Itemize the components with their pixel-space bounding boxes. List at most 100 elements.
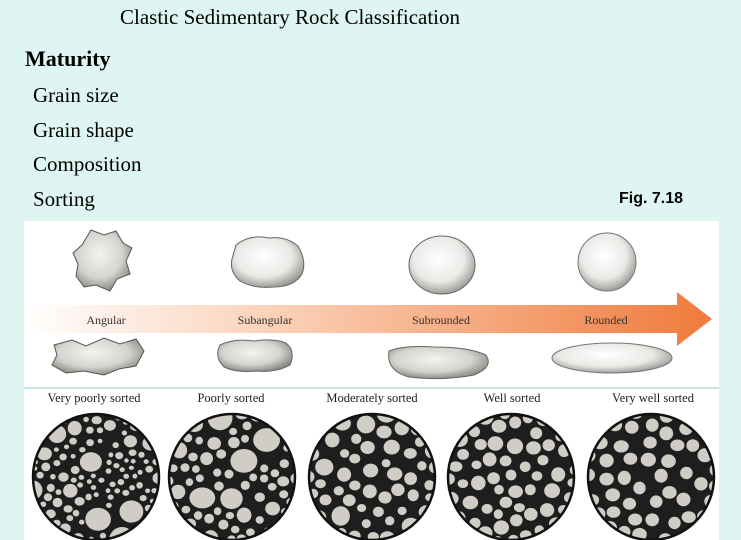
sediment-grain xyxy=(349,453,361,464)
sediment-grain xyxy=(225,512,235,520)
sediment-grain xyxy=(319,494,332,506)
sediment-grain xyxy=(119,467,125,472)
sediment-grain xyxy=(659,426,674,441)
sediment-grain xyxy=(537,455,549,466)
sediment-grain xyxy=(93,492,99,498)
sediment-grain xyxy=(195,436,203,445)
sediment-grain xyxy=(457,449,469,460)
grain-angular-top xyxy=(72,229,133,292)
bullet-sorting: Sorting xyxy=(33,186,95,211)
sediment-grain xyxy=(181,505,191,514)
sediment-grain xyxy=(96,427,104,434)
sediment-grain xyxy=(645,418,659,432)
sediment-grain xyxy=(315,479,326,489)
sediment-grain xyxy=(152,472,159,485)
sorting-circle-outline xyxy=(586,412,716,540)
sediment-grain xyxy=(230,449,258,473)
sediment-grain xyxy=(216,449,227,459)
sediment-grain xyxy=(493,509,503,520)
sediment-grain xyxy=(185,478,194,486)
sediment-grain xyxy=(267,483,277,491)
label-very-poorly-sorted: Very poorly sorted xyxy=(47,391,141,405)
bullet-list: Grain size Grain shape Composition Sorti… xyxy=(33,82,142,220)
sediment-grain xyxy=(662,486,677,499)
sediment-grain xyxy=(331,506,350,526)
sediment-grain xyxy=(544,483,560,499)
sediment-grain xyxy=(63,444,70,450)
sediment-grain xyxy=(207,437,221,450)
sediment-grain xyxy=(249,473,258,482)
sediment-grain xyxy=(342,494,356,507)
sediment-grain xyxy=(40,501,47,508)
sediment-grain xyxy=(99,532,107,539)
sediment-grain xyxy=(628,513,643,526)
label-angular: Angular xyxy=(86,313,125,327)
sediment-grain xyxy=(207,414,233,431)
sediment-grain xyxy=(117,479,125,486)
sediment-grain xyxy=(124,458,129,463)
sediment-grain xyxy=(510,514,523,527)
label-very-well-sorted: Very well sorted xyxy=(612,391,695,405)
sediment-grain xyxy=(361,519,371,529)
sediment-grain xyxy=(59,453,67,461)
sediment-grain xyxy=(218,519,229,530)
sediment-grain xyxy=(130,459,136,464)
sediment-grain xyxy=(214,481,224,491)
sediment-grain xyxy=(115,452,124,460)
sorting-circle-outline xyxy=(167,412,297,540)
sediment-grain xyxy=(86,439,94,447)
sediment-grain xyxy=(188,452,198,462)
sediment-grain xyxy=(387,467,403,481)
sediment-grain xyxy=(649,495,663,508)
sediment-grain xyxy=(491,419,507,433)
sediment-grain xyxy=(499,455,512,467)
sediment-grain xyxy=(50,473,56,480)
sediment-grain xyxy=(381,459,391,468)
sediment-grain xyxy=(613,440,629,453)
sediment-grain xyxy=(569,464,574,476)
sediment-grain xyxy=(471,475,486,491)
sediment-grain xyxy=(404,472,417,485)
sediment-grain xyxy=(83,416,89,423)
sediment-grain xyxy=(224,469,234,479)
sediment-grain xyxy=(676,492,691,507)
sediment-grain xyxy=(376,425,392,439)
sediment-grain xyxy=(204,513,215,524)
sediment-grain xyxy=(145,465,153,473)
sediment-grain xyxy=(474,439,487,450)
sediment-grain xyxy=(193,511,203,520)
sediment-grain xyxy=(424,480,435,491)
sediment-grain xyxy=(513,503,525,513)
sediment-grain xyxy=(315,458,334,476)
sediment-grain xyxy=(686,439,700,452)
sediment-grain xyxy=(623,452,638,465)
sediment-grain xyxy=(66,515,74,522)
sediment-grain xyxy=(180,463,190,472)
sediment-grain xyxy=(645,513,659,527)
sediment-grain xyxy=(105,488,111,494)
sediment-grain xyxy=(106,459,112,466)
sediment-grain xyxy=(254,492,265,502)
sediment-grain xyxy=(45,509,56,519)
sediment-grain xyxy=(195,474,204,483)
sorting-circle-very-well xyxy=(586,412,716,540)
sediment-grain xyxy=(69,437,77,445)
sediment-grain xyxy=(77,482,83,488)
sediment-grain xyxy=(108,452,114,458)
grain-rounded-bottom xyxy=(551,342,673,374)
sediment-grain xyxy=(119,500,144,523)
sediment-grain xyxy=(506,438,524,455)
grain-rounded-top xyxy=(577,232,637,292)
sediment-grain xyxy=(259,474,269,483)
bullet-grain-size: Grain size xyxy=(33,83,119,107)
sediment-grain xyxy=(123,473,130,479)
sediment-grain xyxy=(290,472,295,485)
sediment-grain xyxy=(128,465,134,470)
label-well-sorted: Well sorted xyxy=(484,391,542,405)
sorting-circle-outline xyxy=(307,412,437,540)
sediment-grain xyxy=(189,487,216,509)
sediment-grain xyxy=(97,438,103,444)
grain-subrounded-top xyxy=(408,235,476,295)
sediment-grain xyxy=(397,506,407,516)
sediment-grain xyxy=(70,477,77,483)
